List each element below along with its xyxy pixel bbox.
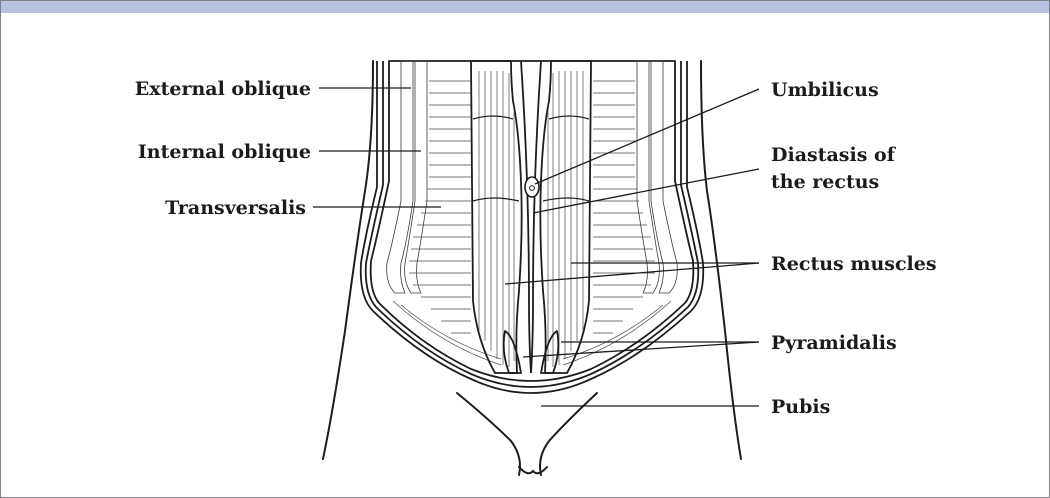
leader-diastasis [533, 169, 759, 213]
umbilicus-mark [525, 177, 539, 197]
label-pubis: Pubis [771, 396, 830, 418]
labels: External oblique Internal oblique Transv… [135, 78, 937, 418]
label-diastasis-line2: the rectus [771, 171, 879, 193]
header-band [1, 1, 1050, 13]
label-pyramidalis: Pyramidalis [771, 332, 897, 354]
label-transversalis: Transversalis [165, 197, 306, 219]
label-external-oblique: External oblique [135, 78, 311, 100]
abdominal-muscles-illustration: External oblique Internal oblique Transv… [1, 13, 1050, 498]
label-umbilicus: Umbilicus [771, 79, 879, 101]
label-internal-oblique: Internal oblique [138, 141, 311, 163]
label-rectus-muscles: Rectus muscles [771, 253, 937, 275]
muscle-wall [361, 61, 704, 393]
leader-umbilicus [535, 89, 759, 184]
label-diastasis-line1: Diastasis of [771, 144, 897, 166]
leader-rectus-a [505, 263, 759, 284]
